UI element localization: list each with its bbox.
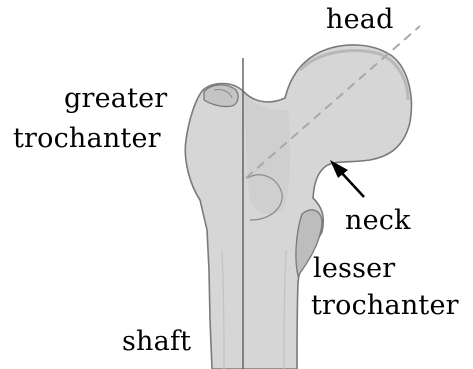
label-head: head	[326, 6, 394, 33]
intertrochanteric-shade	[244, 94, 290, 214]
label-lesser-trochanter-line1: lesser	[313, 255, 395, 282]
neck-pointer-arrow	[340, 171, 364, 197]
greater-trochanter-top	[204, 85, 238, 107]
label-lesser-trochanter-line2: trochanter	[311, 292, 459, 319]
label-neck: neck	[345, 207, 411, 234]
label-greater-trochanter-line2: trochanter	[13, 125, 161, 152]
label-shaft: shaft	[122, 328, 191, 355]
label-greater-trochanter-line1: greater	[64, 85, 167, 112]
